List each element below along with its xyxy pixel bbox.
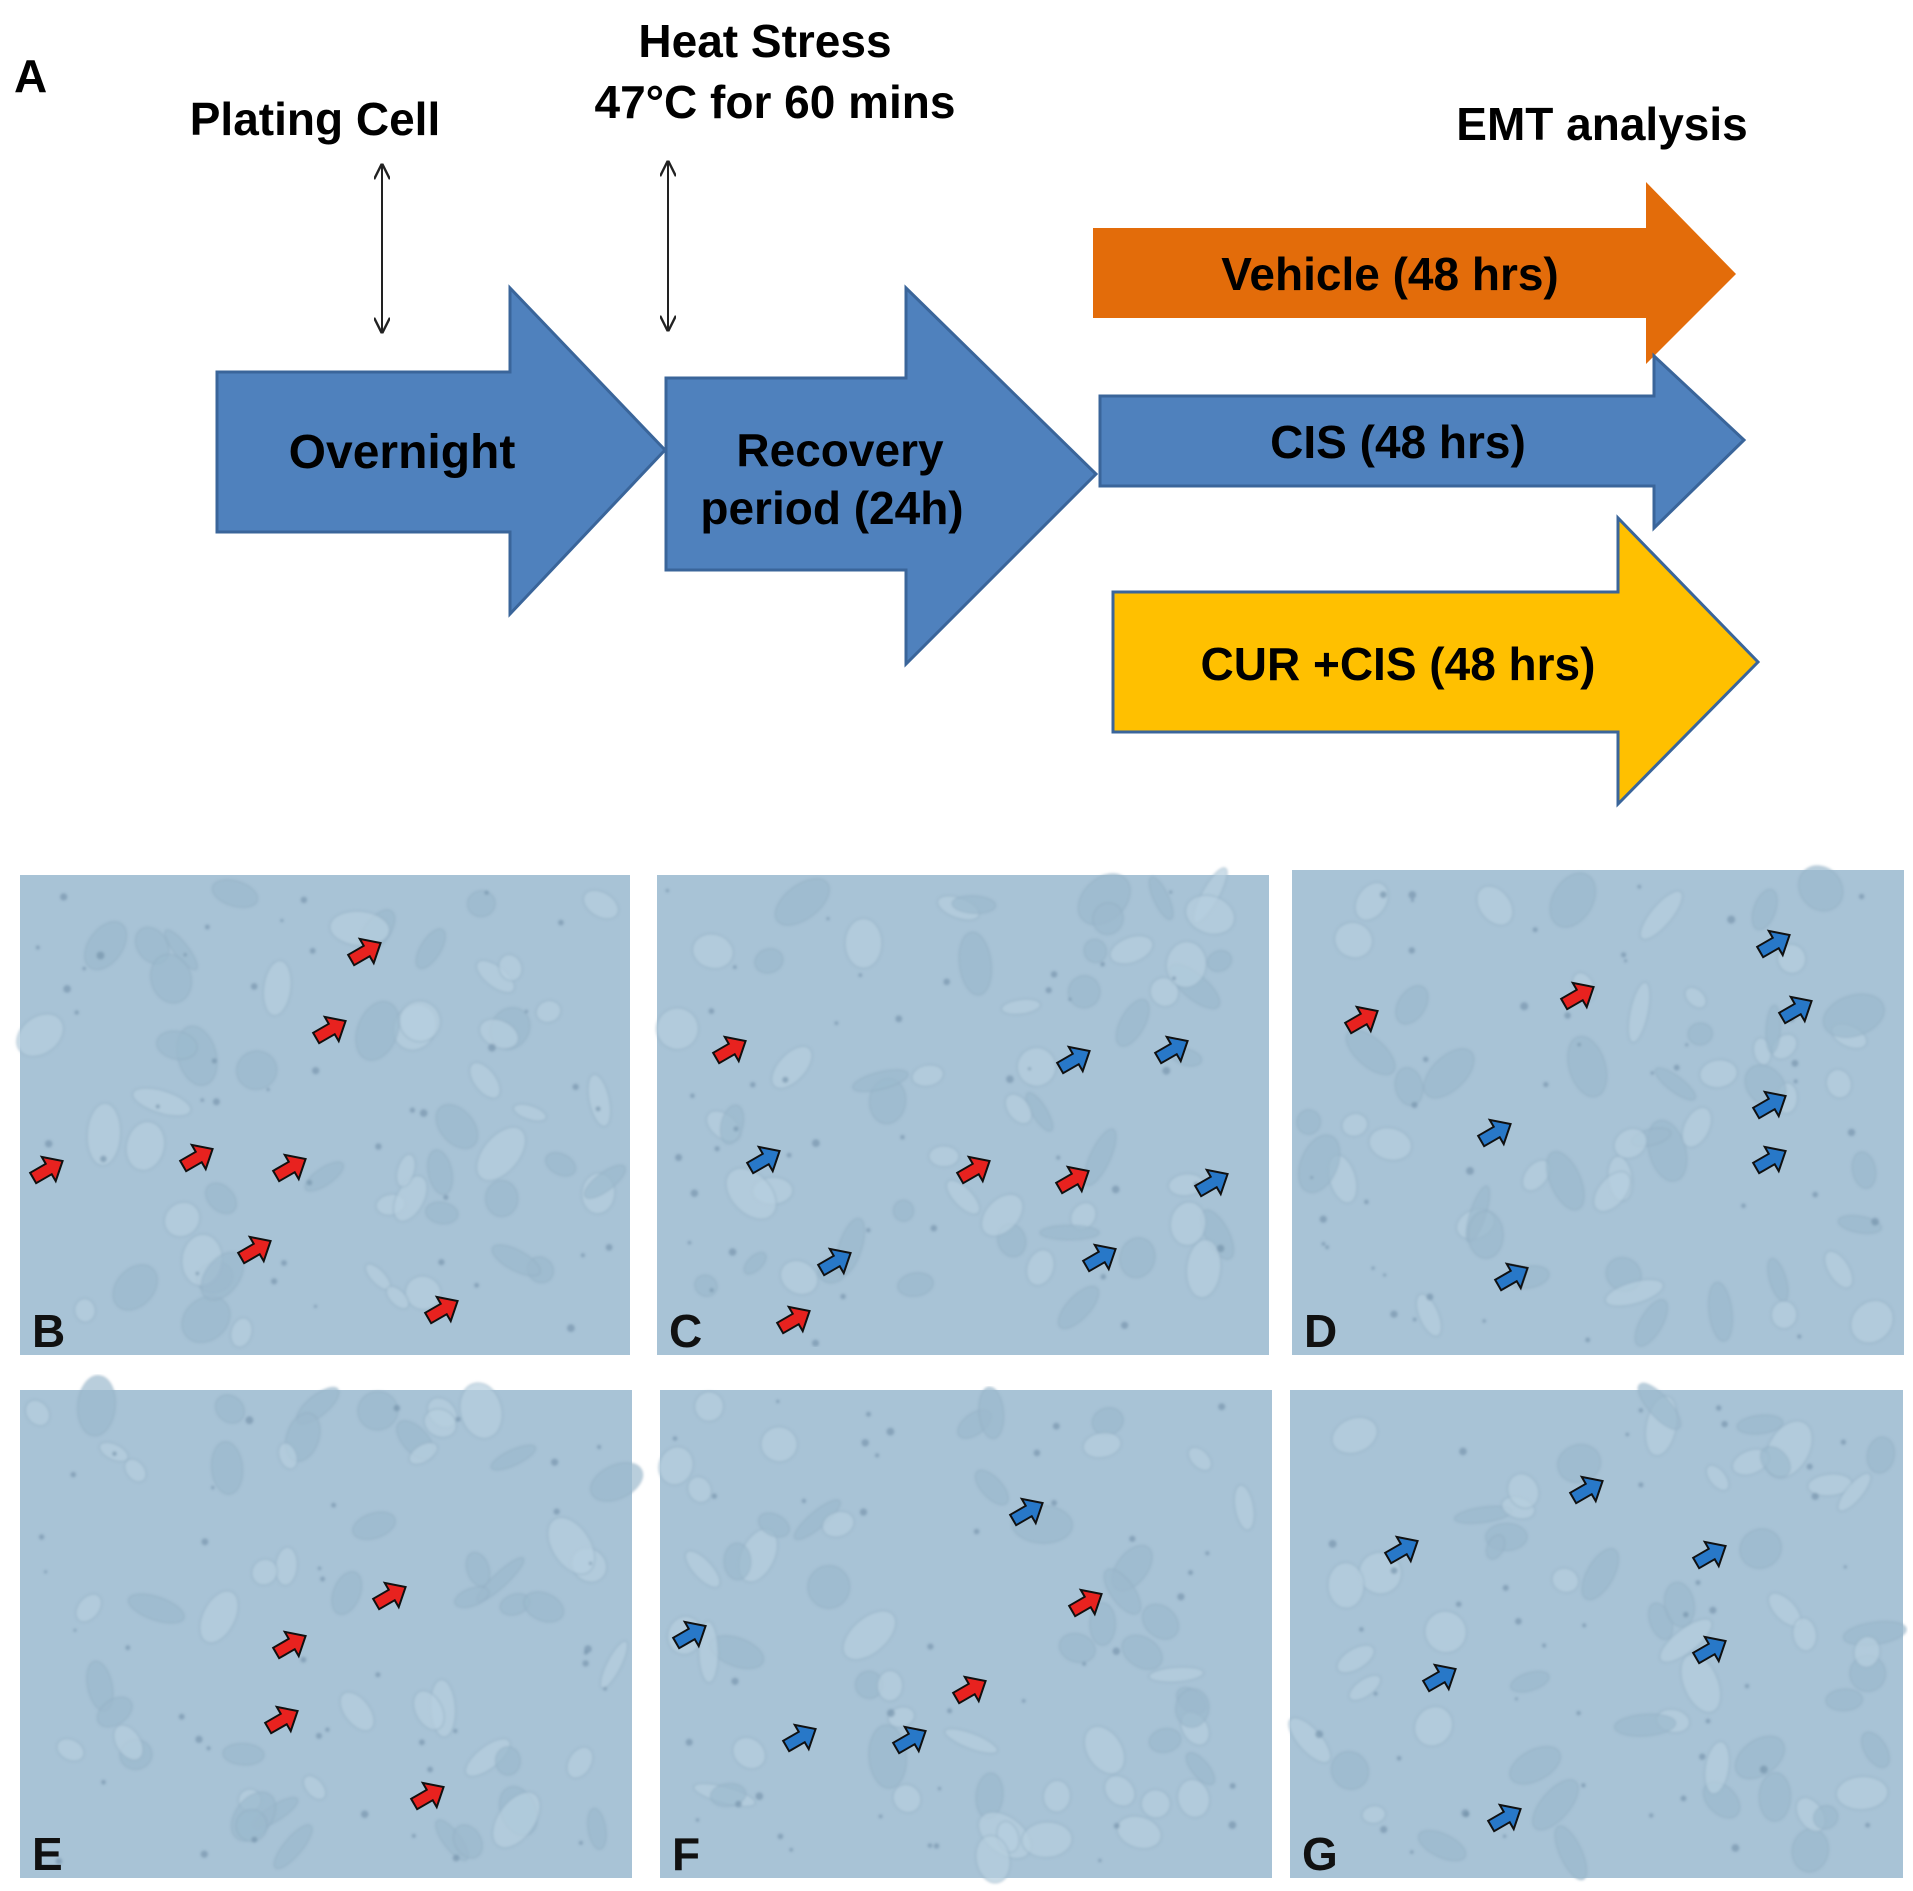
panel-label-b: B	[32, 1305, 65, 1357]
blue-marker-arrow	[1777, 995, 1813, 1025]
blue-marker-arrow	[1193, 1168, 1229, 1198]
panel-label-g: G	[1302, 1828, 1338, 1880]
cell-texture	[1288, 1382, 1907, 1881]
panel-label-e: E	[32, 1828, 63, 1880]
blue-marker-arrow	[1383, 1535, 1419, 1565]
blue-marker-arrow	[1691, 1635, 1727, 1665]
red-marker-arrow	[775, 1305, 811, 1335]
red-marker-arrow	[271, 1630, 307, 1660]
vehicle-label: Vehicle (48 hrs)	[1221, 248, 1559, 300]
red-marker-arrow	[311, 1015, 347, 1045]
panel-a: A Plating Cell Heat Stress 47°C for 60 m…	[14, 15, 1761, 808]
micrograph-panel-e: E	[20, 1375, 644, 1880]
overnight-arrow	[215, 284, 668, 618]
blue-marker-arrow	[1055, 1045, 1091, 1075]
red-marker-arrow	[1343, 1005, 1379, 1035]
panel-label-d: D	[1304, 1305, 1337, 1357]
vehicle-arrow	[1093, 182, 1736, 364]
red-marker-arrow	[271, 1153, 307, 1183]
blue-marker-arrow	[816, 1247, 852, 1277]
blue-marker-arrow	[1153, 1035, 1189, 1065]
blue-marker-arrow	[1081, 1243, 1117, 1273]
blue-marker-arrow	[1755, 929, 1791, 959]
cur-cis-label: CUR +CIS (48 hrs)	[1201, 638, 1596, 690]
blue-marker-arrow	[1751, 1145, 1787, 1175]
blue-marker-arrow	[1493, 1262, 1529, 1292]
red-marker-arrow	[423, 1295, 459, 1325]
cell-texture	[24, 1375, 644, 1870]
red-marker-arrow	[346, 937, 382, 967]
panel-label-c: C	[669, 1305, 702, 1357]
red-marker-arrow	[955, 1155, 991, 1185]
red-marker-arrow	[371, 1581, 407, 1611]
red-marker-arrow	[28, 1155, 64, 1185]
cis-arrow	[1098, 352, 1747, 532]
panel-label-a: A	[14, 50, 47, 102]
blue-marker-arrow	[1421, 1663, 1457, 1693]
micrograph-image	[1292, 870, 1904, 1355]
red-marker-arrow	[1054, 1165, 1090, 1195]
red-marker-arrow	[236, 1235, 272, 1265]
blue-marker-arrow	[891, 1725, 927, 1755]
red-marker-arrow	[711, 1035, 747, 1065]
recovery-arrow	[664, 284, 1099, 668]
plating-cell-label: Plating Cell	[190, 93, 440, 145]
micrograph-panel-b: B	[16, 875, 630, 1357]
overnight-label: Overnight	[289, 426, 516, 479]
cell-texture	[16, 879, 626, 1348]
micrograph-panel-f: F	[658, 1386, 1272, 1884]
blue-marker-arrow	[745, 1145, 781, 1175]
cell-texture	[1296, 865, 1894, 1347]
blue-marker-arrow	[1008, 1497, 1044, 1527]
heat-stress-condition-label: 47°C for 60 mins	[595, 76, 956, 128]
blue-marker-arrow	[1568, 1475, 1604, 1505]
red-marker-arrow	[178, 1143, 214, 1173]
heat-stress-label: Heat Stress	[638, 15, 891, 67]
recovery-period-label: period (24h)	[700, 482, 963, 534]
red-marker-arrow	[1559, 981, 1595, 1011]
blue-marker-arrow	[781, 1723, 817, 1753]
blue-marker-arrow	[671, 1620, 707, 1650]
blue-marker-arrow	[1476, 1118, 1512, 1148]
recovery-label: Recovery	[736, 424, 944, 476]
red-marker-arrow	[1067, 1588, 1103, 1618]
red-marker-arrow	[951, 1675, 987, 1705]
red-marker-arrow	[409, 1781, 445, 1811]
micrograph-panels: B C D E F G	[16, 865, 1907, 1884]
micrograph-panel-c: C	[656, 867, 1269, 1357]
panel-label-f: F	[672, 1828, 700, 1880]
emt-analysis-label: EMT analysis	[1456, 98, 1747, 150]
blue-marker-arrow	[1751, 1090, 1787, 1120]
cell-texture	[656, 867, 1236, 1347]
micrograph-panel-g: G	[1288, 1382, 1907, 1881]
cell-texture	[658, 1386, 1255, 1884]
cur-cis-arrow	[1111, 514, 1761, 808]
blue-marker-arrow	[1691, 1540, 1727, 1570]
blue-marker-arrow	[1486, 1803, 1522, 1833]
micrograph-panel-d: D	[1292, 865, 1904, 1357]
cis-label: CIS (48 hrs)	[1270, 416, 1526, 468]
red-marker-arrow	[263, 1705, 299, 1735]
